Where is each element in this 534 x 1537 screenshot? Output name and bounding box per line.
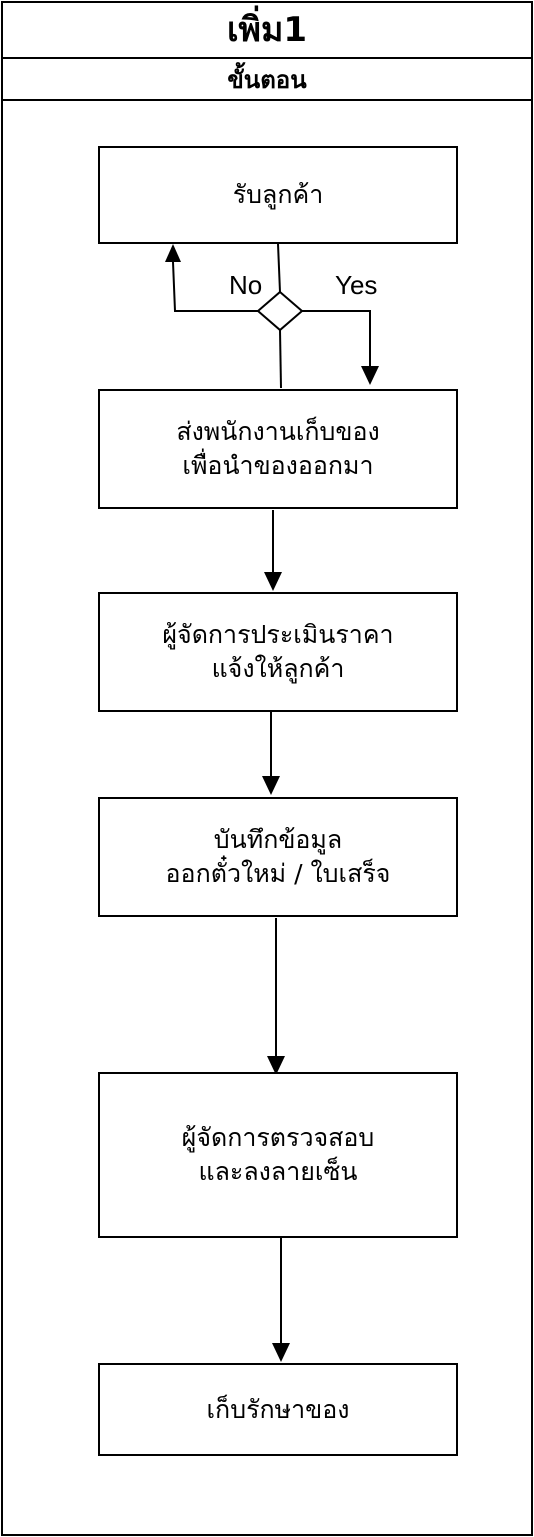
lane-header: ขั้นตอน <box>1 59 533 101</box>
step-line: ผู้จัดการตรวจสอบ <box>181 1123 375 1153</box>
diagram-title: เพิ่ม1 <box>1 1 533 59</box>
decision-diamond <box>256 290 304 332</box>
step-record-data: บันทึกข้อมูล ออกตั๋วใหม่ / ใบเสร็จ <box>98 797 458 917</box>
step-store-items: เก็บรักษาของ <box>98 1363 458 1456</box>
connector-yes-branch <box>302 310 371 366</box>
step-line: เพื่อนำของออกมา <box>182 451 374 480</box>
step-manager-estimate: ผู้จัดการประเมินราคา แจ้งให้ลูกค้า <box>98 592 458 712</box>
arrowhead-step3 <box>264 572 282 591</box>
decision-yes-label: Yes <box>335 270 378 300</box>
step-manager-check: ผู้จัดการตรวจสอบ และลงลายเซ็น <box>98 1072 458 1238</box>
connector-step1-decision <box>277 243 281 293</box>
arrowhead-step5 <box>267 1056 285 1075</box>
arrowhead-step6 <box>272 1343 290 1362</box>
connector-decision-step2 <box>279 329 282 389</box>
connector-no-branch <box>172 261 258 312</box>
step-line: แจ้งให้ลูกค้า <box>211 654 345 683</box>
step-line: บันทึกข้อมูล <box>213 825 343 855</box>
arrowhead-step4 <box>262 776 280 795</box>
arrowhead-no <box>165 244 181 262</box>
step-line: และลงลายเซ็น <box>198 1157 358 1186</box>
step-receive-customer: รับลูกค้า <box>98 146 458 244</box>
step-line: รับลูกค้า <box>232 180 324 210</box>
step-line: เก็บรักษาของ <box>206 1394 350 1424</box>
arrowhead-yes <box>361 366 379 385</box>
step-line: ส่งพนักงานเก็บของ <box>176 417 380 447</box>
step-send-staff: ส่งพนักงานเก็บของ เพื่อนำของออกมา <box>98 389 458 509</box>
decision-no-label: No <box>229 270 263 300</box>
step-line: ผู้จัดการประเมินราคา <box>162 620 394 650</box>
step-line: ออกตั๋วใหม่ / ใบเสร็จ <box>165 859 391 888</box>
